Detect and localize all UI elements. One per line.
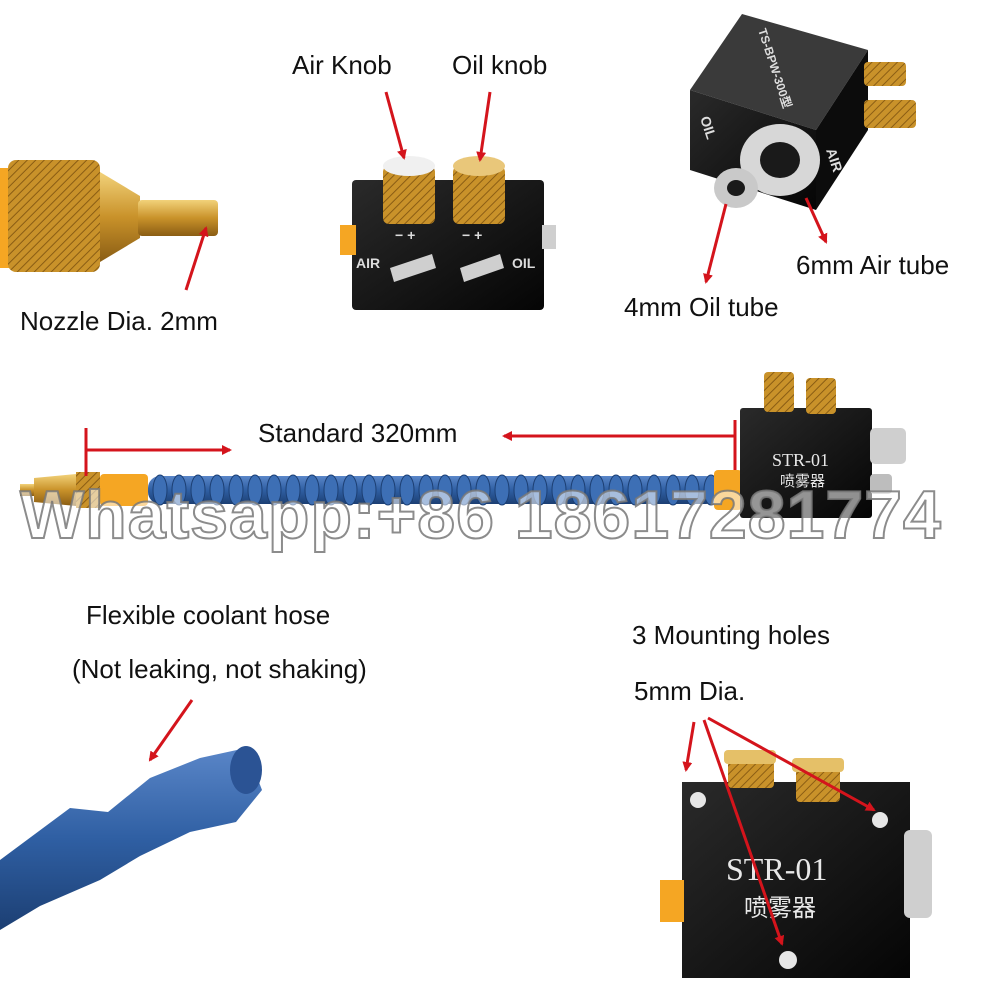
hose-segment (608, 474, 624, 506)
nozzle-dia-label: Nozzle Dia. 2mm (20, 306, 218, 336)
mixer-block-mounting: STR-01 喷雾器 (660, 750, 932, 978)
oil-knob-label: Oil knob (452, 50, 548, 80)
nozzle-closeup (0, 160, 218, 272)
mounting-chinese-marking: 喷雾器 (744, 895, 816, 922)
hose-segment (684, 474, 700, 506)
assembly-chinese-marking: 喷雾器 (780, 473, 825, 490)
flexible-hose-note: (Not leaking, not shaking) (72, 654, 367, 684)
watermark: Whatsapp:+86 18617281774 (19, 476, 942, 554)
mounting-dia-label: 5mm Dia. (634, 676, 746, 706)
hose-segment (665, 474, 681, 506)
oil-tube-label: 4mm Oil tube (624, 292, 779, 322)
hose-segment (627, 474, 643, 506)
mounting-hole (690, 792, 706, 808)
oil-knob-arrow (476, 91, 492, 162)
hose-segment (228, 474, 244, 506)
hose-segment (551, 474, 567, 506)
flexible-hose-label: Flexible coolant hose (86, 600, 331, 630)
hose-segment (475, 474, 491, 506)
hose-segment (361, 474, 377, 506)
hose-segment (342, 474, 358, 506)
hose-segment (171, 474, 187, 506)
hose-segment (190, 474, 206, 506)
full-assembly: STR-01 喷雾器 (20, 372, 906, 518)
hose-segment (266, 474, 282, 506)
hose-segment (456, 474, 472, 506)
hose-segment (285, 474, 301, 506)
hose-segment (437, 474, 453, 506)
mixer-block-side: OIL AIR TS-BPW-300型 (690, 14, 916, 210)
mounting-hole (872, 812, 888, 828)
hose-segment (570, 474, 586, 506)
hose-segment (209, 474, 225, 506)
mounting-hole (779, 951, 797, 969)
air-tube-arrow (804, 197, 828, 244)
oil-marking: OIL (512, 255, 536, 271)
air-marking: AIR (356, 255, 380, 271)
hose-closeup (0, 746, 262, 930)
hose-segment (513, 474, 529, 506)
hose-segment (494, 474, 510, 506)
hole-arrow-left (682, 721, 696, 772)
oil-tube-arrow (703, 203, 728, 284)
air-tube-label: 6mm Air tube (796, 250, 950, 280)
hose-segment (399, 474, 415, 506)
hose-segment (646, 474, 662, 506)
hose-segment (589, 474, 605, 506)
svg-text:− +: − + (462, 227, 482, 243)
callout-arrows (86, 91, 876, 946)
mounting-model-marking: STR-01 (726, 851, 827, 887)
hose-segment (304, 474, 320, 506)
hose-segment (380, 474, 396, 506)
hose-segment (247, 474, 263, 506)
air-knob-arrow (384, 91, 407, 160)
mixer-block-front: − + − + AIR OIL (340, 156, 556, 310)
hose-segment (323, 474, 339, 506)
hose-segment (418, 474, 434, 506)
side-air-marking: AIR (823, 146, 846, 174)
hose-segment (532, 474, 548, 506)
hose-segment (152, 474, 168, 506)
side-oil-marking: OIL (697, 114, 720, 142)
hole-arrow-bottom (702, 719, 785, 946)
nozzle-arrow (184, 226, 209, 291)
segmented-blue-hose (148, 474, 719, 506)
air-knob-label: Air Knob (292, 50, 392, 80)
standard-length-label: Standard 320mm (258, 418, 458, 448)
hole-arrow-right (707, 716, 876, 812)
hose-arrow (148, 699, 194, 762)
mounting-holes-label: 3 Mounting holes (632, 620, 831, 650)
assembly-model-marking: STR-01 (772, 450, 829, 470)
svg-text:− +: − + (395, 227, 415, 243)
